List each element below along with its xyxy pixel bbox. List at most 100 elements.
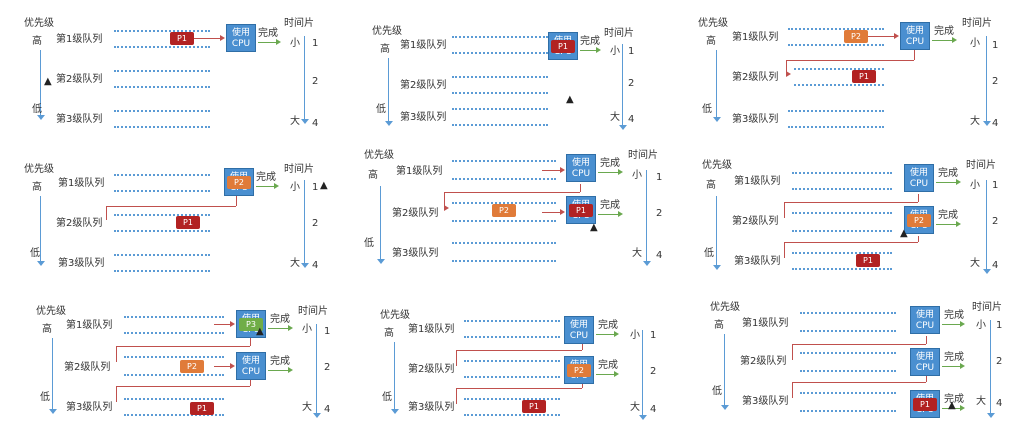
done-line-bottom bbox=[942, 408, 960, 409]
mouse-cursor-icon: ▲ bbox=[44, 76, 52, 87]
queue2-line-top bbox=[452, 76, 548, 78]
timeslice-q2: 2 bbox=[628, 78, 635, 89]
process-p2: P2 bbox=[227, 176, 251, 189]
timeslice-axis bbox=[639, 330, 647, 420]
queue1-line-bottom bbox=[792, 188, 892, 190]
process-p3: P3 bbox=[239, 318, 263, 331]
demote-line-horizontal-2 bbox=[792, 382, 926, 383]
timeslice-label: 时间片 bbox=[284, 164, 314, 175]
priority-high-label: 高 bbox=[706, 180, 716, 191]
priority-low-label: 低 bbox=[30, 248, 40, 259]
timeslice-q1: 1 bbox=[992, 180, 999, 191]
priority-high-label: 高 bbox=[384, 328, 394, 339]
timeslice-label: 时间片 bbox=[628, 150, 658, 161]
process-p1: P1 bbox=[856, 254, 880, 267]
done-label-top: 完成 bbox=[944, 310, 964, 321]
priority-axis bbox=[377, 186, 385, 264]
queue1-line-bottom bbox=[452, 178, 556, 180]
queue3-label: 第3级队列 bbox=[400, 112, 447, 123]
queue3-label: 第3级队列 bbox=[56, 114, 103, 125]
timeslice-label: 时间片 bbox=[604, 28, 634, 39]
panel-5: 优先级 高 低 第1级队列 第2级队列 P2 第3级队列 使用 CPU 完成 使… bbox=[362, 146, 692, 286]
done-line bbox=[258, 42, 276, 43]
mouse-cursor-icon: ▲ bbox=[590, 222, 598, 233]
timeslice-q1: 1 bbox=[312, 182, 319, 193]
demote-line-down bbox=[106, 206, 107, 220]
demote-line-down-2 bbox=[792, 382, 793, 398]
priority-axis bbox=[385, 58, 393, 126]
queue2-line-bottom bbox=[464, 376, 560, 378]
priority-label: 优先级 bbox=[698, 18, 728, 29]
queue1-label: 第1级队列 bbox=[396, 166, 443, 177]
process-p1: P1 bbox=[913, 398, 937, 411]
queue1-line-top bbox=[464, 320, 560, 322]
done-label-middle: 完成 bbox=[944, 352, 964, 363]
cpu-box-upper: 使用 CPU bbox=[564, 316, 594, 344]
cpu-box-top: 使用 CPU bbox=[910, 306, 940, 334]
queue3-line-bottom bbox=[114, 270, 210, 272]
queue2-line-top bbox=[114, 70, 210, 72]
panel-1: 优先级 高 低 第1级队列 P1 第2级队列 第3级队列 使用 CPU 完成 时… bbox=[22, 10, 352, 150]
demote-line-vertical bbox=[918, 194, 919, 202]
queue1-label: 第1级队列 bbox=[734, 176, 781, 187]
demote-line-horizontal bbox=[116, 346, 250, 347]
queue1-line-top bbox=[114, 30, 210, 32]
timeslice-label: 时间片 bbox=[284, 18, 314, 29]
panel-2: 优先级 高 低 第1级队列 第2级队列 第3级队列 使用 CPU P1 完成 时… bbox=[370, 18, 700, 158]
demote-line-down-2 bbox=[456, 388, 457, 404]
queue1-to-cpu-line bbox=[542, 170, 560, 171]
queue2-label: 第2级队列 bbox=[400, 80, 447, 91]
timeslice-small-label: 小 bbox=[290, 182, 300, 193]
queue1-label: 第1级队列 bbox=[400, 40, 447, 51]
mouse-cursor-icon: ▲ bbox=[948, 400, 956, 411]
timeslice-small-label: 小 bbox=[610, 46, 620, 57]
queue2-label: 第2级队列 bbox=[64, 362, 111, 373]
demote-line-vertical bbox=[236, 196, 237, 206]
priority-low-label: 低 bbox=[704, 248, 714, 259]
queue2-line-bottom bbox=[452, 92, 548, 94]
queue1-line-top bbox=[452, 160, 556, 162]
done-arrow-lower bbox=[288, 367, 293, 373]
queue3-line-top bbox=[114, 254, 210, 256]
demote-line-vertical bbox=[582, 344, 583, 350]
priority-axis bbox=[713, 196, 721, 270]
queue1-to-cpu-arrow bbox=[894, 33, 899, 39]
timeslice-axis bbox=[313, 324, 321, 418]
process-p2: P2 bbox=[180, 360, 204, 373]
priority-low-label: 低 bbox=[364, 238, 374, 249]
panel-7: 优先级 高 低 第1级队列 第2级队列 P2 第3级队列 P1 使用 CPU P… bbox=[30, 298, 360, 438]
timeslice-q1: 1 bbox=[996, 320, 1003, 331]
timeslice-q2: 2 bbox=[312, 76, 319, 87]
queue3-line-top bbox=[464, 398, 560, 400]
timeslice-q1: 1 bbox=[312, 38, 319, 49]
cpu-box: 使用 CPU bbox=[226, 24, 256, 52]
timeslice-q1: 1 bbox=[656, 172, 663, 183]
panel-3: 优先级 高 低 第1级队列 P2 第2级队列 P1 第3级队列 使用 CPU 完… bbox=[696, 10, 1024, 150]
cpu-box-upper: 使用 CPU bbox=[904, 164, 934, 192]
queue1-to-cpu-line bbox=[194, 38, 220, 39]
queue2-to-cpu-arrow bbox=[230, 363, 235, 369]
priority-high-label: 高 bbox=[32, 36, 42, 47]
queue1-label: 第1级队列 bbox=[408, 324, 455, 335]
demote-line-horizontal-2 bbox=[116, 386, 250, 387]
done-label: 完成 bbox=[256, 172, 276, 183]
timeslice-big-label: 大 bbox=[630, 402, 640, 413]
done-arrow bbox=[596, 47, 601, 53]
done-label-upper: 完成 bbox=[938, 168, 958, 179]
timeslice-q3: 4 bbox=[656, 250, 663, 261]
done-line-lower bbox=[936, 224, 956, 225]
queue2-to-cpu-arrow bbox=[560, 209, 565, 215]
timeslice-small-label: 小 bbox=[970, 180, 980, 191]
done-label: 完成 bbox=[580, 36, 600, 47]
done-label-lower: 完成 bbox=[270, 356, 290, 367]
done-label-upper: 完成 bbox=[270, 314, 290, 325]
demote-line-vertical bbox=[914, 50, 915, 60]
priority-low-label: 低 bbox=[40, 392, 50, 403]
queue1-label: 第1级队列 bbox=[732, 32, 779, 43]
timeslice-big-label: 大 bbox=[610, 112, 620, 123]
queue3-line-top bbox=[124, 398, 224, 400]
mouse-cursor-icon: ▲ bbox=[900, 228, 908, 239]
priority-low-label: 低 bbox=[702, 104, 712, 115]
timeslice-small-label: 小 bbox=[632, 170, 642, 181]
demote-line-vertical-2 bbox=[918, 236, 919, 242]
